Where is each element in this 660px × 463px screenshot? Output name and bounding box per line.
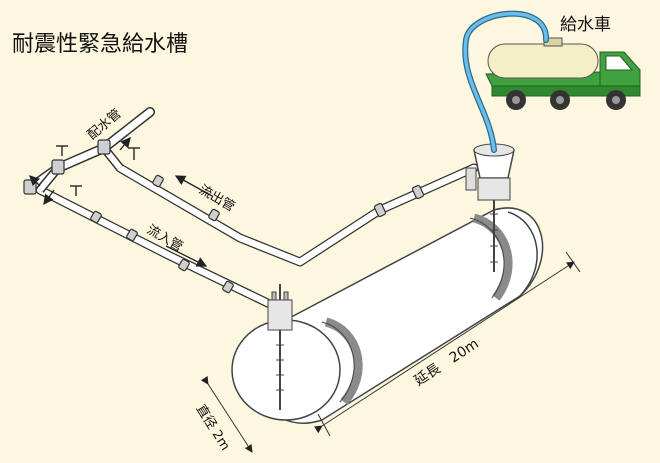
diagram-title: 耐震性緊急給水槽 [12, 32, 188, 57]
pipe-network [23, 107, 479, 313]
diameter-label: 直径 2m [193, 402, 233, 453]
water-truck [485, 37, 641, 110]
water-tank [231, 143, 544, 424]
truck-label: 給水車 [560, 15, 611, 35]
diameter-dimension [200, 375, 253, 453]
flow-arrows [29, 137, 213, 267]
length-dimension [313, 251, 581, 437]
